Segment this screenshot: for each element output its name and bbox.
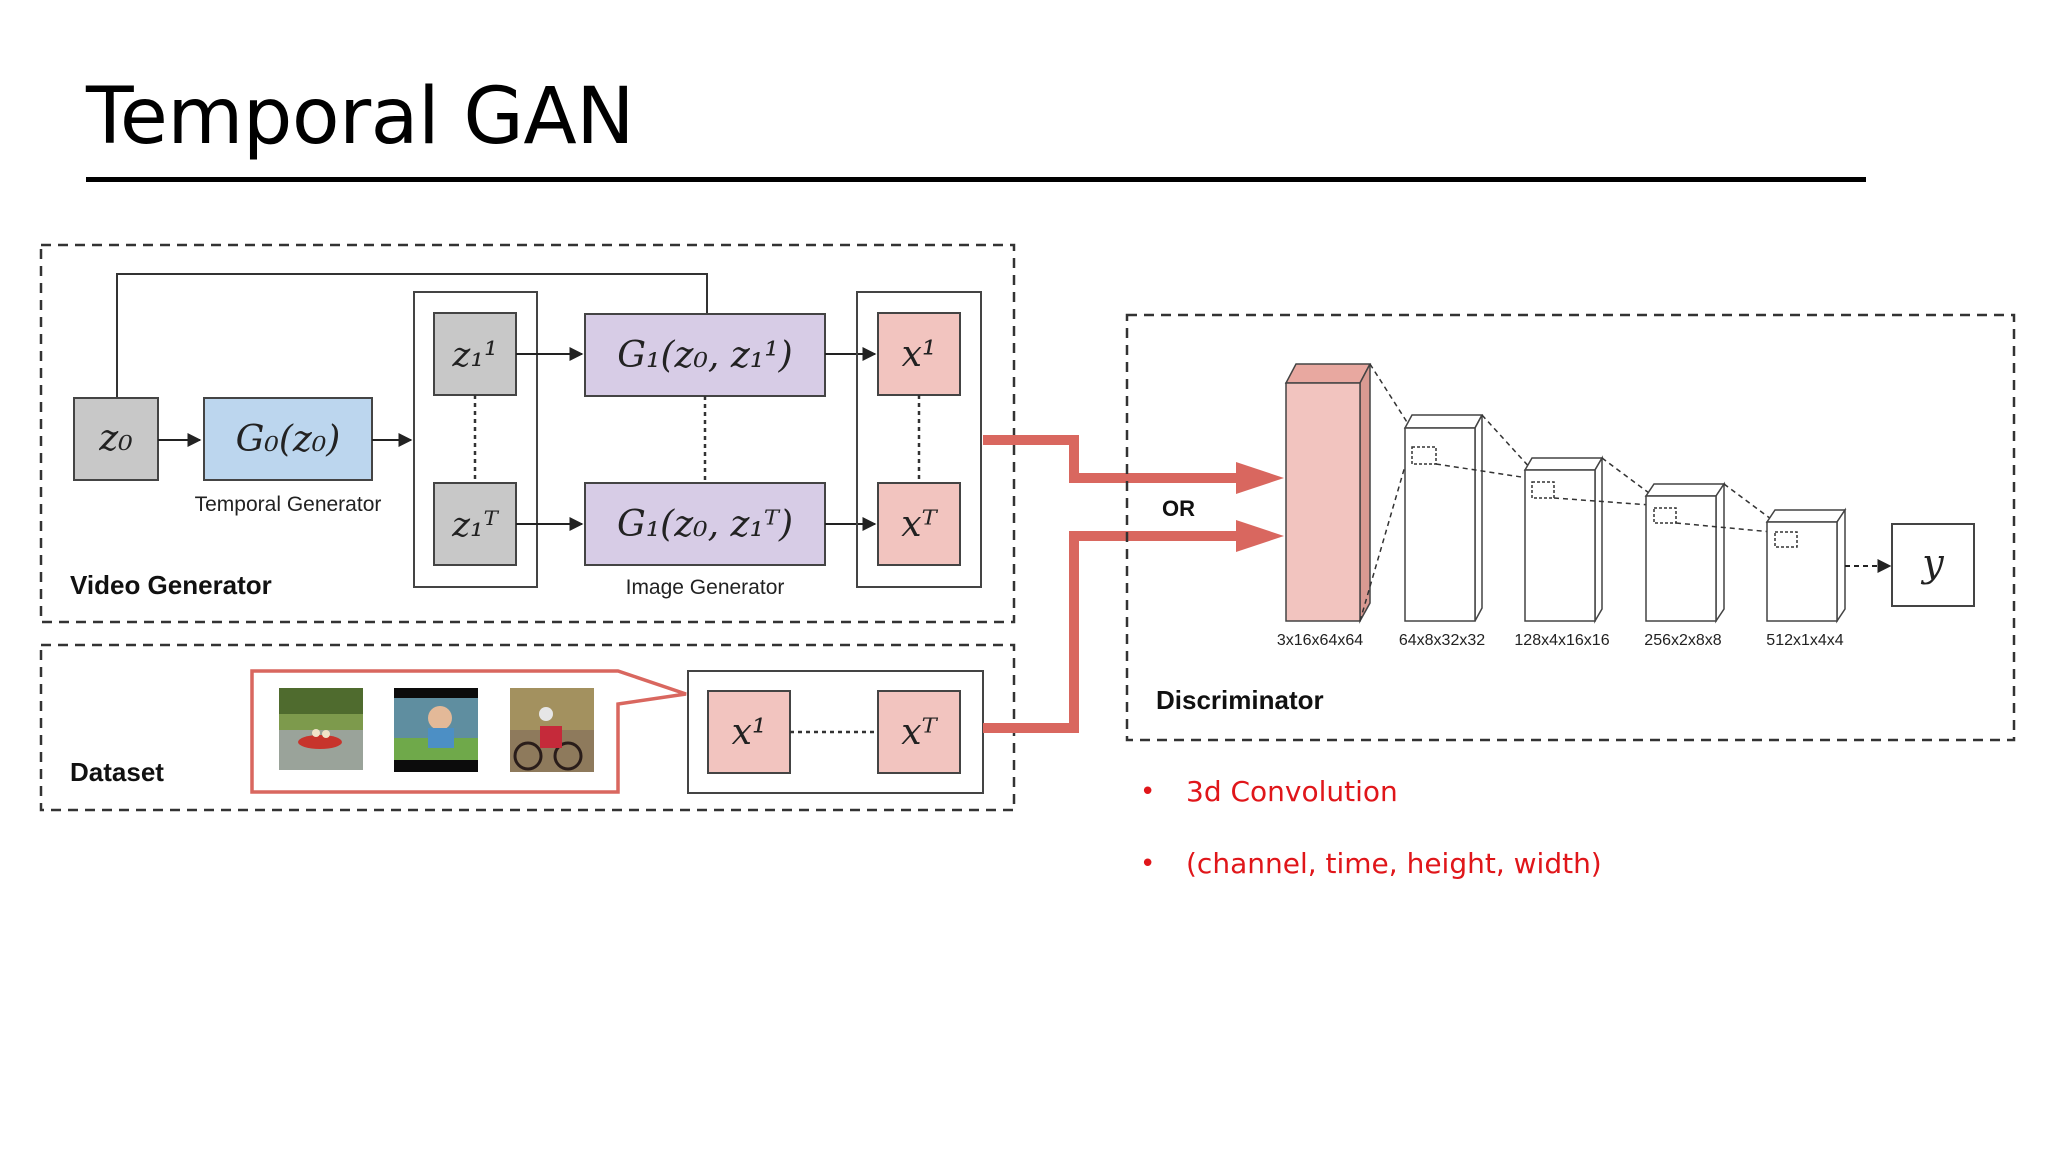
disc-layer-1-caption: 3x16x64x64 xyxy=(1277,632,1363,649)
z1-first-box xyxy=(433,312,517,396)
x-last-text: xᵀ xyxy=(901,504,938,545)
video-generator-panel xyxy=(39,243,1016,624)
disc-layer-2-caption: 64x8x32x32 xyxy=(1399,632,1485,649)
z0-box xyxy=(73,397,159,481)
dataset-x-first-box xyxy=(707,690,791,774)
discriminator-label: Discriminator xyxy=(1156,685,1324,715)
dataset-thumbnail-child xyxy=(394,688,478,772)
disc-proj-3b xyxy=(1553,497,1651,506)
real-arrowhead xyxy=(1236,520,1284,552)
slide-title: Temporal GAN xyxy=(86,72,635,162)
bullet-dot-icon: • xyxy=(1140,777,1156,807)
g0-box xyxy=(203,397,373,481)
note-text: (channel, time, height, width) xyxy=(1186,847,1602,880)
disc-proj-2b xyxy=(1435,463,1529,479)
notes-list: • 3d Convolution • (channel, time, heigh… xyxy=(1130,768,1602,912)
disc-proj-3a xyxy=(1601,457,1654,497)
disc-proj-4b xyxy=(1675,522,1773,533)
note-text: 3d Convolution xyxy=(1186,775,1398,808)
g0-text: G₀(z₀) xyxy=(236,419,341,460)
discriminator-panel xyxy=(1125,313,2016,742)
dataset-thumbnail-rafting xyxy=(279,688,363,770)
z0-text: z₀ xyxy=(98,418,132,459)
disc-layer-4 xyxy=(1644,481,1726,624)
note-item: • 3d Convolution xyxy=(1130,768,1602,840)
disc-layer-3 xyxy=(1523,455,1604,624)
x-first-box xyxy=(877,312,961,396)
disc-proj-1b xyxy=(1359,441,1413,622)
dataset-label: Dataset xyxy=(70,757,164,787)
dataset-x-last-box xyxy=(877,690,961,774)
dataset-thumbnail-cyclist xyxy=(510,688,594,772)
z1-first-text: z₁¹ xyxy=(451,335,497,375)
generated-to-discriminator-arrow xyxy=(983,435,1240,483)
g1-last-text: G₁(z₀, z₁ᵀ) xyxy=(617,504,793,545)
image-generator-label: Image Generator xyxy=(626,576,785,599)
disc-proj-4a xyxy=(1723,483,1776,523)
disc-layer-3-caption: 128x4x16x16 xyxy=(1514,632,1609,649)
disc-layer-2 xyxy=(1403,414,1484,622)
latent-group-frame xyxy=(413,291,538,588)
temporal-generator-label: Temporal Generator xyxy=(195,493,382,516)
x-first-text: x¹ xyxy=(902,334,937,375)
disc-layer-1 xyxy=(1284,363,1372,624)
video-generator-label: Video Generator xyxy=(70,570,272,600)
real-to-discriminator-arrow xyxy=(983,531,1240,733)
dataset-x-first-text: x¹ xyxy=(732,712,767,753)
disc-layer-4-caption: 256x2x8x8 xyxy=(1644,632,1721,649)
dataset-x-last-text: xᵀ xyxy=(901,712,938,753)
disc-proj-1a xyxy=(1369,363,1413,431)
disc-layer-5 xyxy=(1765,507,1847,624)
g1-last-box xyxy=(584,482,826,566)
bullet-dot-icon: • xyxy=(1140,849,1156,879)
generated-frames-frame xyxy=(856,291,982,588)
output-y-box xyxy=(1891,523,1975,607)
g1-first-text: G₁(z₀, z₁¹) xyxy=(617,335,792,376)
title-divider xyxy=(86,177,1866,182)
z0-skip-line xyxy=(116,273,708,398)
generated-arrowhead xyxy=(1236,462,1284,494)
output-y-text: y xyxy=(1920,541,1944,585)
or-label: OR xyxy=(1162,496,1195,521)
disc-layer-5-caption: 512x1x4x4 xyxy=(1766,632,1843,649)
g1-first-box xyxy=(584,313,826,397)
z1-last-text: z₁ᵀ xyxy=(451,505,500,545)
note-item: • (channel, time, height, width) xyxy=(1130,840,1602,912)
disc-proj-2a xyxy=(1481,414,1533,471)
x-last-box xyxy=(877,482,961,566)
